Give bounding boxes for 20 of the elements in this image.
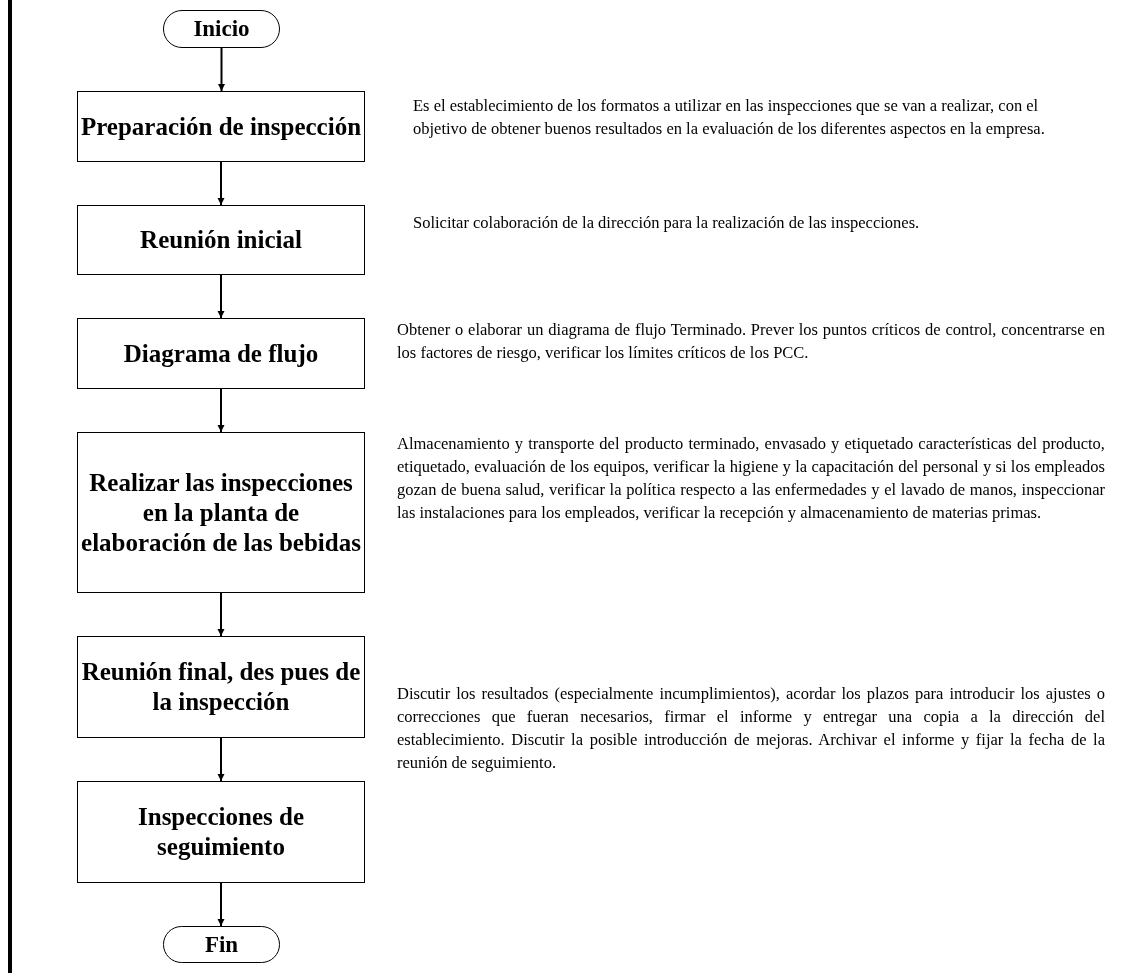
- process-box: Realizar las inspecciones en la planta de elaboración de las bebidas: [77, 432, 365, 593]
- process-box: Diagrama de flujo: [77, 318, 365, 389]
- description-text: Discutir los resultados (especialmente incumplimientos), acordar los plazos para introducir los ajustes o correcciones que fueran necesarios, firmar el informe y entregar una copia a la dirección del establecimiento. Discutir la posible introducción de mejoras. Archivar el informe y fijar la fecha de la reunión de seguimiento.: [397, 683, 1105, 775]
- terminal-pill: Fin: [163, 926, 280, 963]
- process-box: Preparación de inspección: [77, 91, 365, 162]
- process-box: Reunión inicial: [77, 205, 365, 275]
- arrow: [217, 882, 225, 927]
- process-box: Reunión final, des pues de la inspección: [77, 636, 365, 738]
- terminal-pill: Inicio: [163, 10, 280, 48]
- arrow: [217, 592, 225, 637]
- arrow: [217, 737, 225, 782]
- arrow: [217, 161, 225, 206]
- description-text: Es el establecimiento de los formatos a utilizar en las inspecciones que se van a realizar, con el objetivo de obtener buenos resultados en la evaluación de los diferentes aspectos en la empresa.: [413, 95, 1046, 141]
- description-text: Solicitar colaboración de la dirección para la realización de las inspecciones.: [413, 212, 921, 234]
- process-box: Inspecciones de seguimiento: [77, 781, 365, 883]
- arrow: [217, 274, 225, 319]
- arrow: [218, 47, 225, 92]
- arrow: [217, 388, 225, 433]
- description-text: Obtener o elaborar un diagrama de flujo Terminado. Prever los puntos críticos de control, concentrarse en los factores de riesgo, verificar los límites críticos de los PCC.: [397, 319, 1105, 365]
- description-text: Almacenamiento y transporte del producto terminado, envasado y etiquetado características del producto, etiquetado, evaluación de los equipos, verificar la higiene y la capacitación del personal y si los empleados gozan de buena salud, verificar la política respecto a las enfermedades y el lavado de manos, inspeccionar las instalaciones para los empleados, verificar la recepción y almacenamiento de materias primas.: [397, 433, 1105, 525]
